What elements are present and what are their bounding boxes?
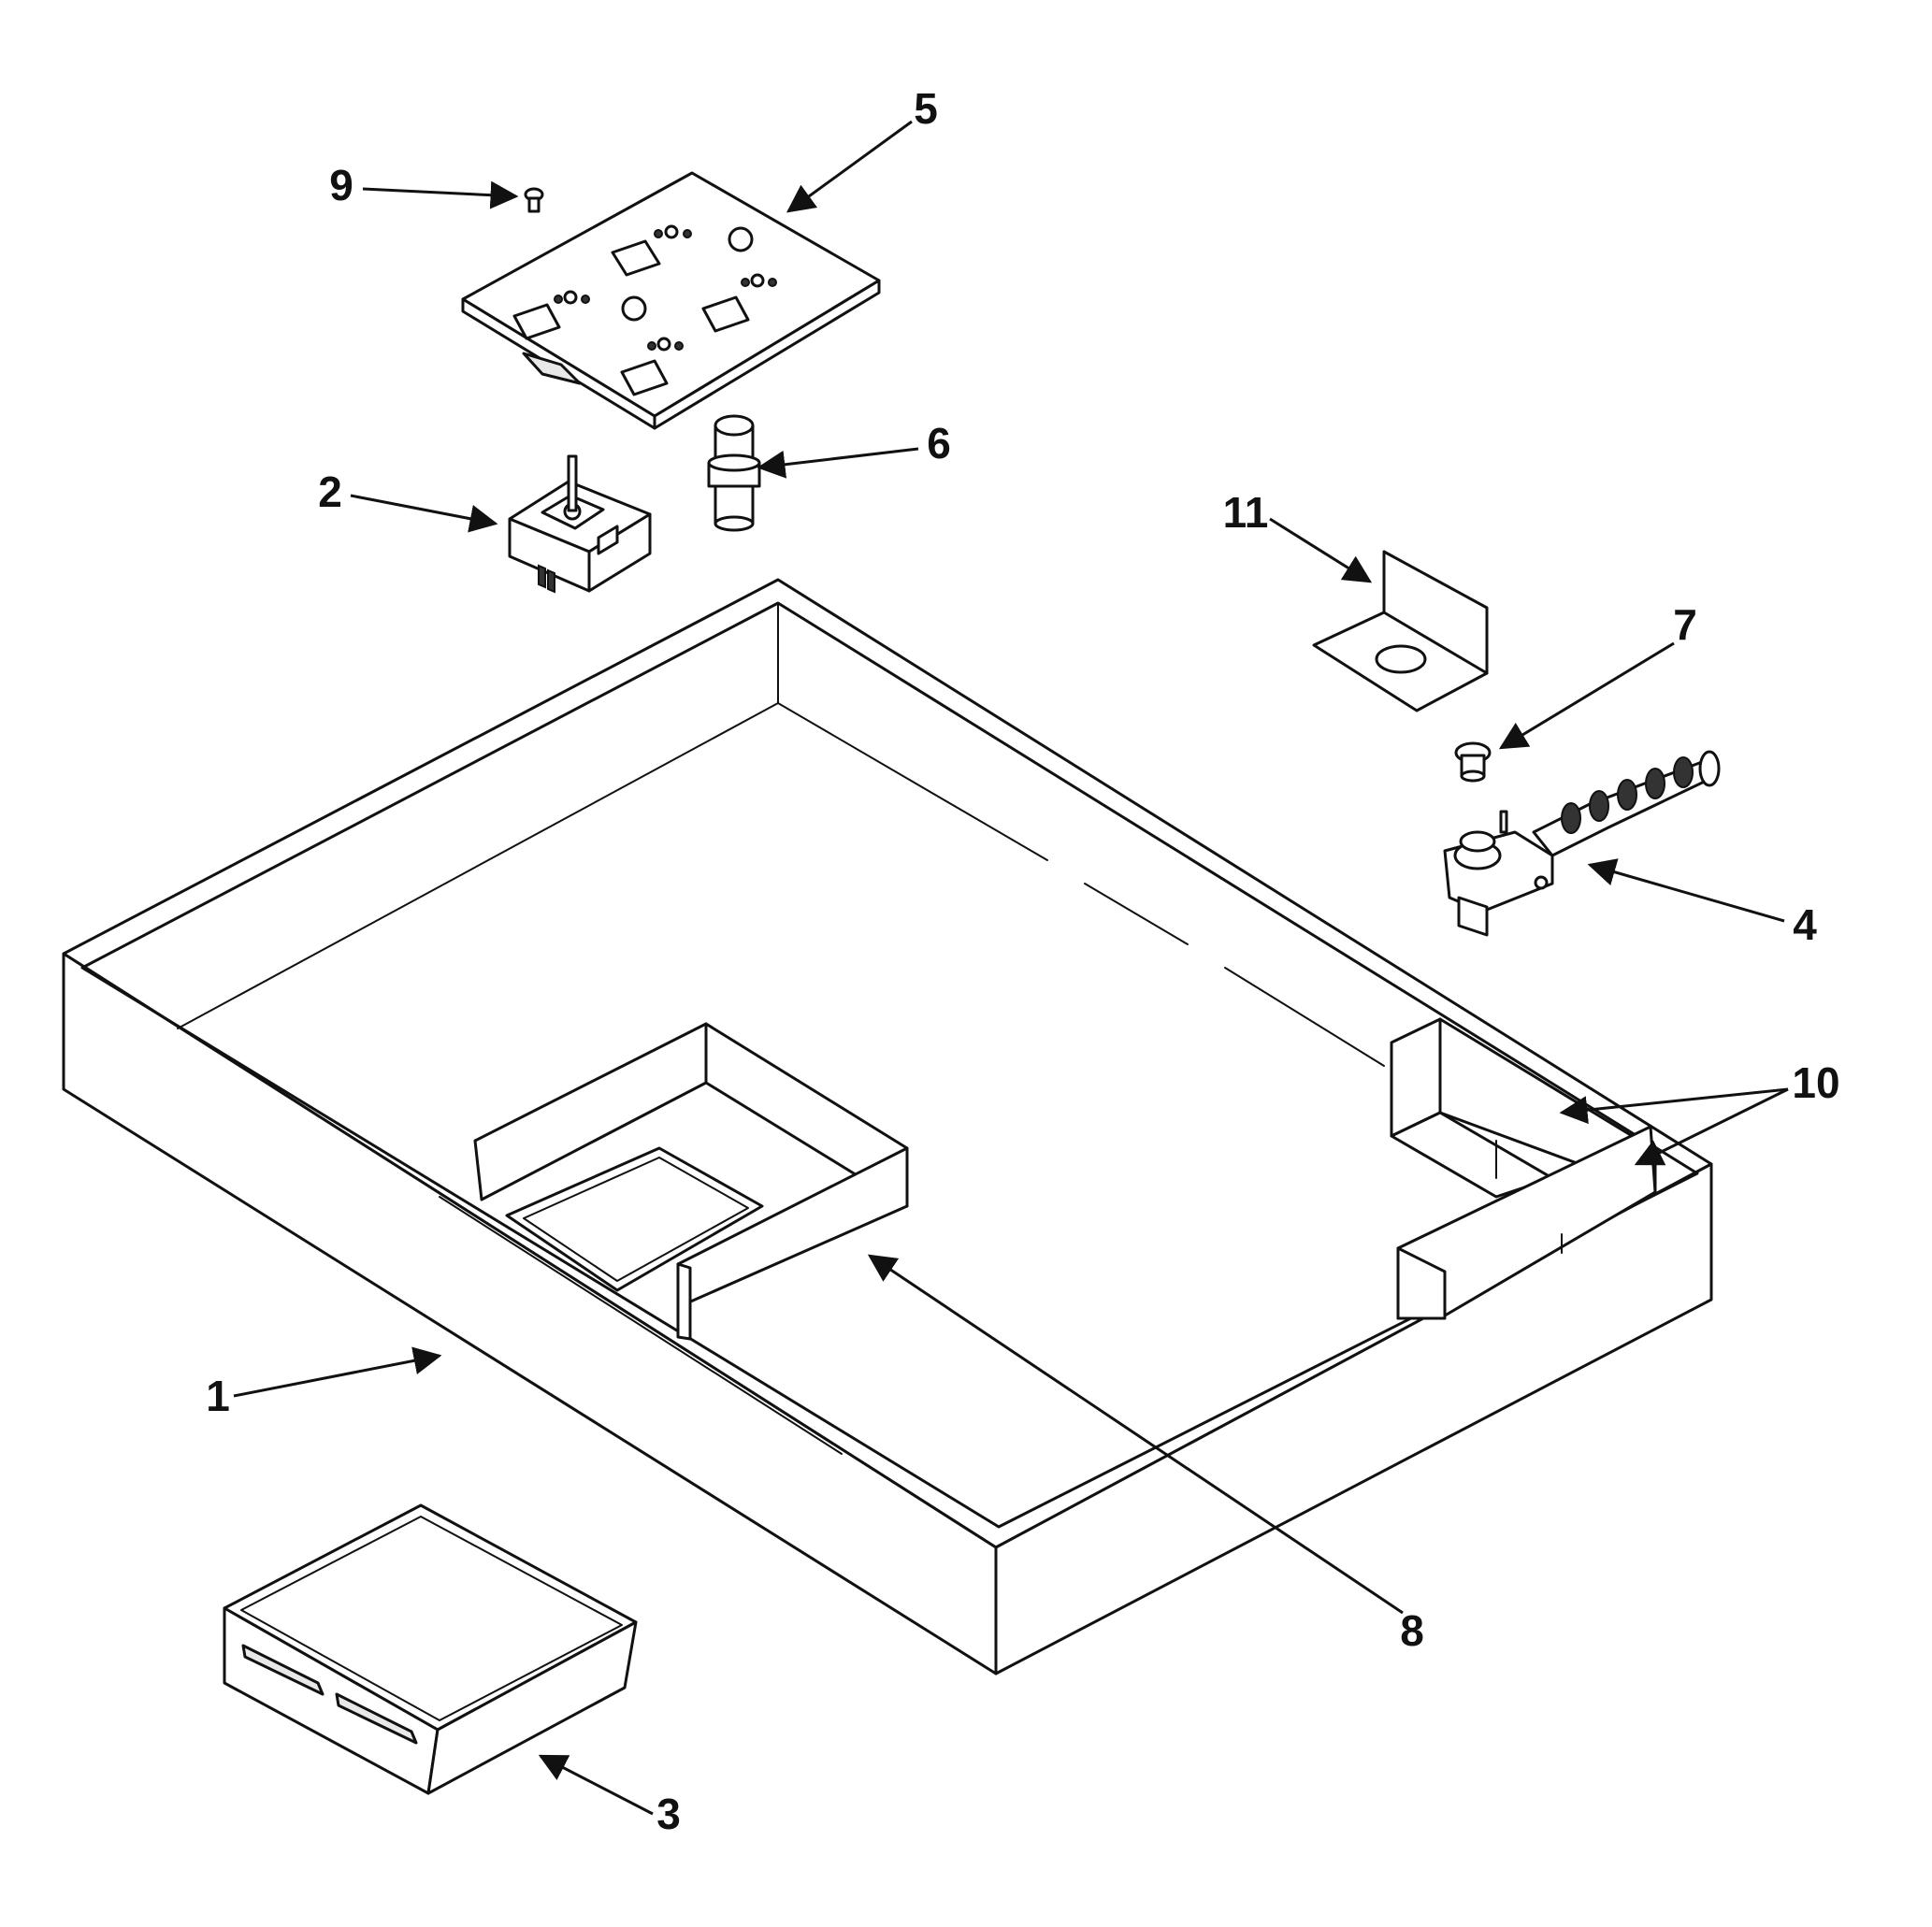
callout-3: 3 <box>656 1790 681 1838</box>
leader-3 <box>538 1754 654 1816</box>
callout-11: 11 <box>1223 488 1269 537</box>
callout-6: 6 <box>927 419 951 467</box>
callout-labels: 9 5 6 2 11 7 4 10 8 1 3 <box>206 84 1839 1838</box>
callout-7: 7 <box>1673 600 1697 649</box>
callout-1: 1 <box>206 1372 230 1420</box>
base-tray-part <box>62 578 1713 1675</box>
screw-part <box>524 187 544 213</box>
spacer-blocks-part <box>1390 1017 1657 1320</box>
callout-5: 5 <box>914 84 938 133</box>
leader-8 <box>867 1254 1404 1615</box>
leader-6 <box>757 447 919 479</box>
callout-2: 2 <box>318 467 342 516</box>
callout-9: 9 <box>329 161 353 209</box>
bracket-part <box>1312 550 1489 712</box>
leader-7 <box>1498 641 1675 750</box>
callout-4: 4 <box>1793 900 1817 949</box>
callout-10: 10 <box>1792 1058 1839 1107</box>
regulator-hose-part <box>1443 750 1721 937</box>
leader-11 <box>1269 517 1373 583</box>
grommet-part <box>1454 741 1492 783</box>
control-plate-part <box>461 171 881 430</box>
inner-channel-part <box>473 1022 909 1341</box>
leader-1 <box>233 1346 442 1398</box>
leader-9 <box>362 180 519 209</box>
leader-5 <box>786 120 913 213</box>
leader-lines <box>233 120 1789 1816</box>
leader-2 <box>350 494 498 533</box>
leader-10a <box>1559 1087 1789 1125</box>
drawer-pan-part <box>223 1503 638 1795</box>
connector-part <box>707 414 761 532</box>
callout-8: 8 <box>1400 1606 1424 1655</box>
leader-10b <box>1634 1087 1789 1166</box>
leader-4 <box>1587 858 1785 923</box>
switch-part <box>508 454 652 594</box>
